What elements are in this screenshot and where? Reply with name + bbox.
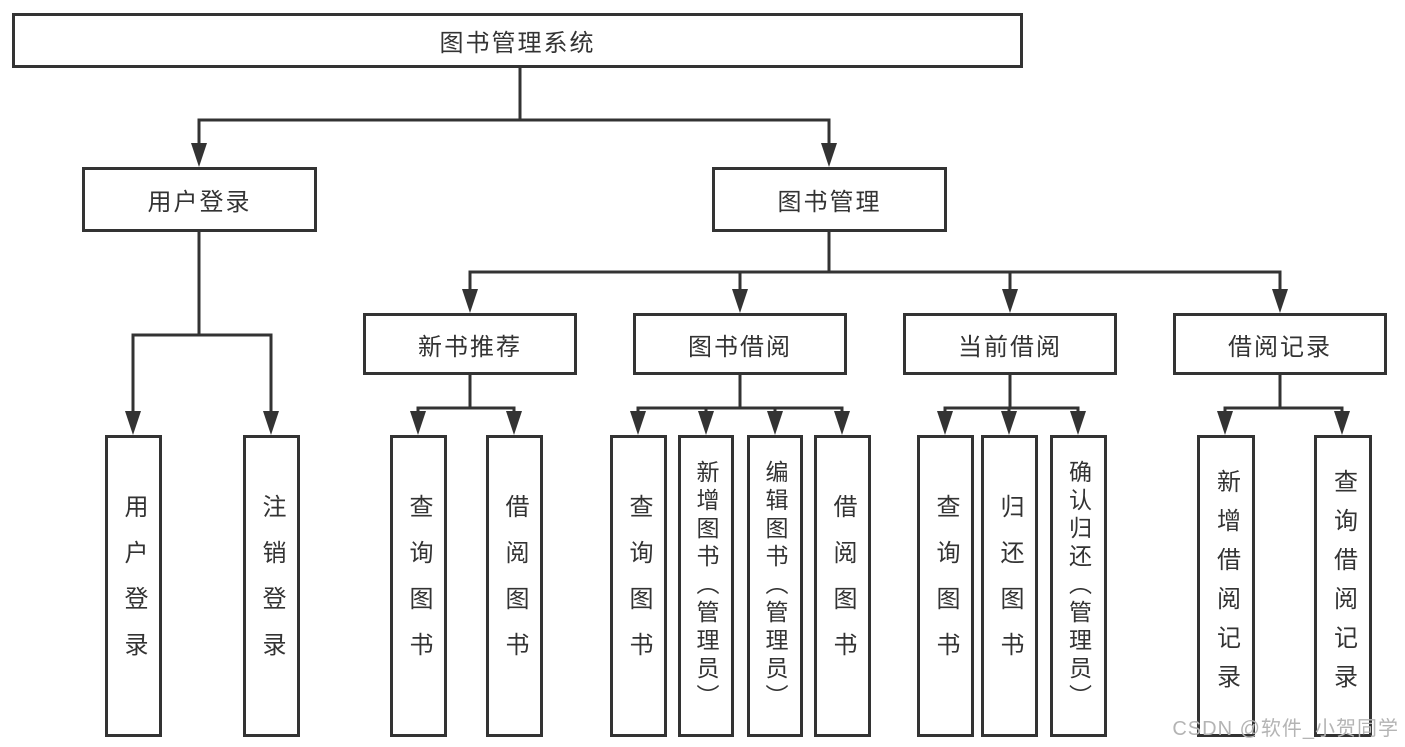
- leaf-add-borrow-record: 新增借阅记录: [1197, 435, 1255, 737]
- leaf-user-login: 用户登录: [105, 435, 162, 737]
- node-user-login: 用户登录: [82, 167, 317, 232]
- connector-book-mgmt-children: [462, 232, 1288, 313]
- leaf-borrow-books: 借阅图书: [814, 435, 871, 737]
- node-library-system: 图书管理系统: [12, 13, 1023, 68]
- leaf-query-books-borrow: 查询图书: [610, 435, 667, 737]
- leaf-add-books-admin: 新增图书（管理员）: [678, 435, 734, 737]
- node-new-book-recommend: 新书推荐: [363, 313, 577, 375]
- leaf-edit-books-admin: 编辑图书（管理员）: [747, 435, 803, 737]
- connector-level3-to-leaves: [410, 375, 1350, 435]
- node-borrow-records: 借阅记录: [1173, 313, 1387, 375]
- connector-user-login-children: [125, 232, 279, 435]
- leaf-confirm-return-admin: 确认归还（管理员）: [1050, 435, 1107, 737]
- node-book-management: 图书管理: [712, 167, 947, 232]
- node-book-borrow: 图书借阅: [633, 313, 847, 375]
- leaf-query-borrow-record: 查询借阅记录: [1314, 435, 1372, 737]
- leaf-logout-login: 注销登录: [243, 435, 300, 737]
- leaf-return-books: 归还图书: [981, 435, 1038, 737]
- leaf-query-books-current: 查询图书: [917, 435, 974, 737]
- node-current-borrow: 当前借阅: [903, 313, 1117, 375]
- leaf-query-books-recommend: 查询图书: [390, 435, 447, 737]
- leaf-borrow-books-recommend: 借阅图书: [486, 435, 543, 737]
- csdn-watermark: CSDN @软件_小贺同学: [1172, 718, 1399, 740]
- connector-root-to-level2: [191, 68, 837, 167]
